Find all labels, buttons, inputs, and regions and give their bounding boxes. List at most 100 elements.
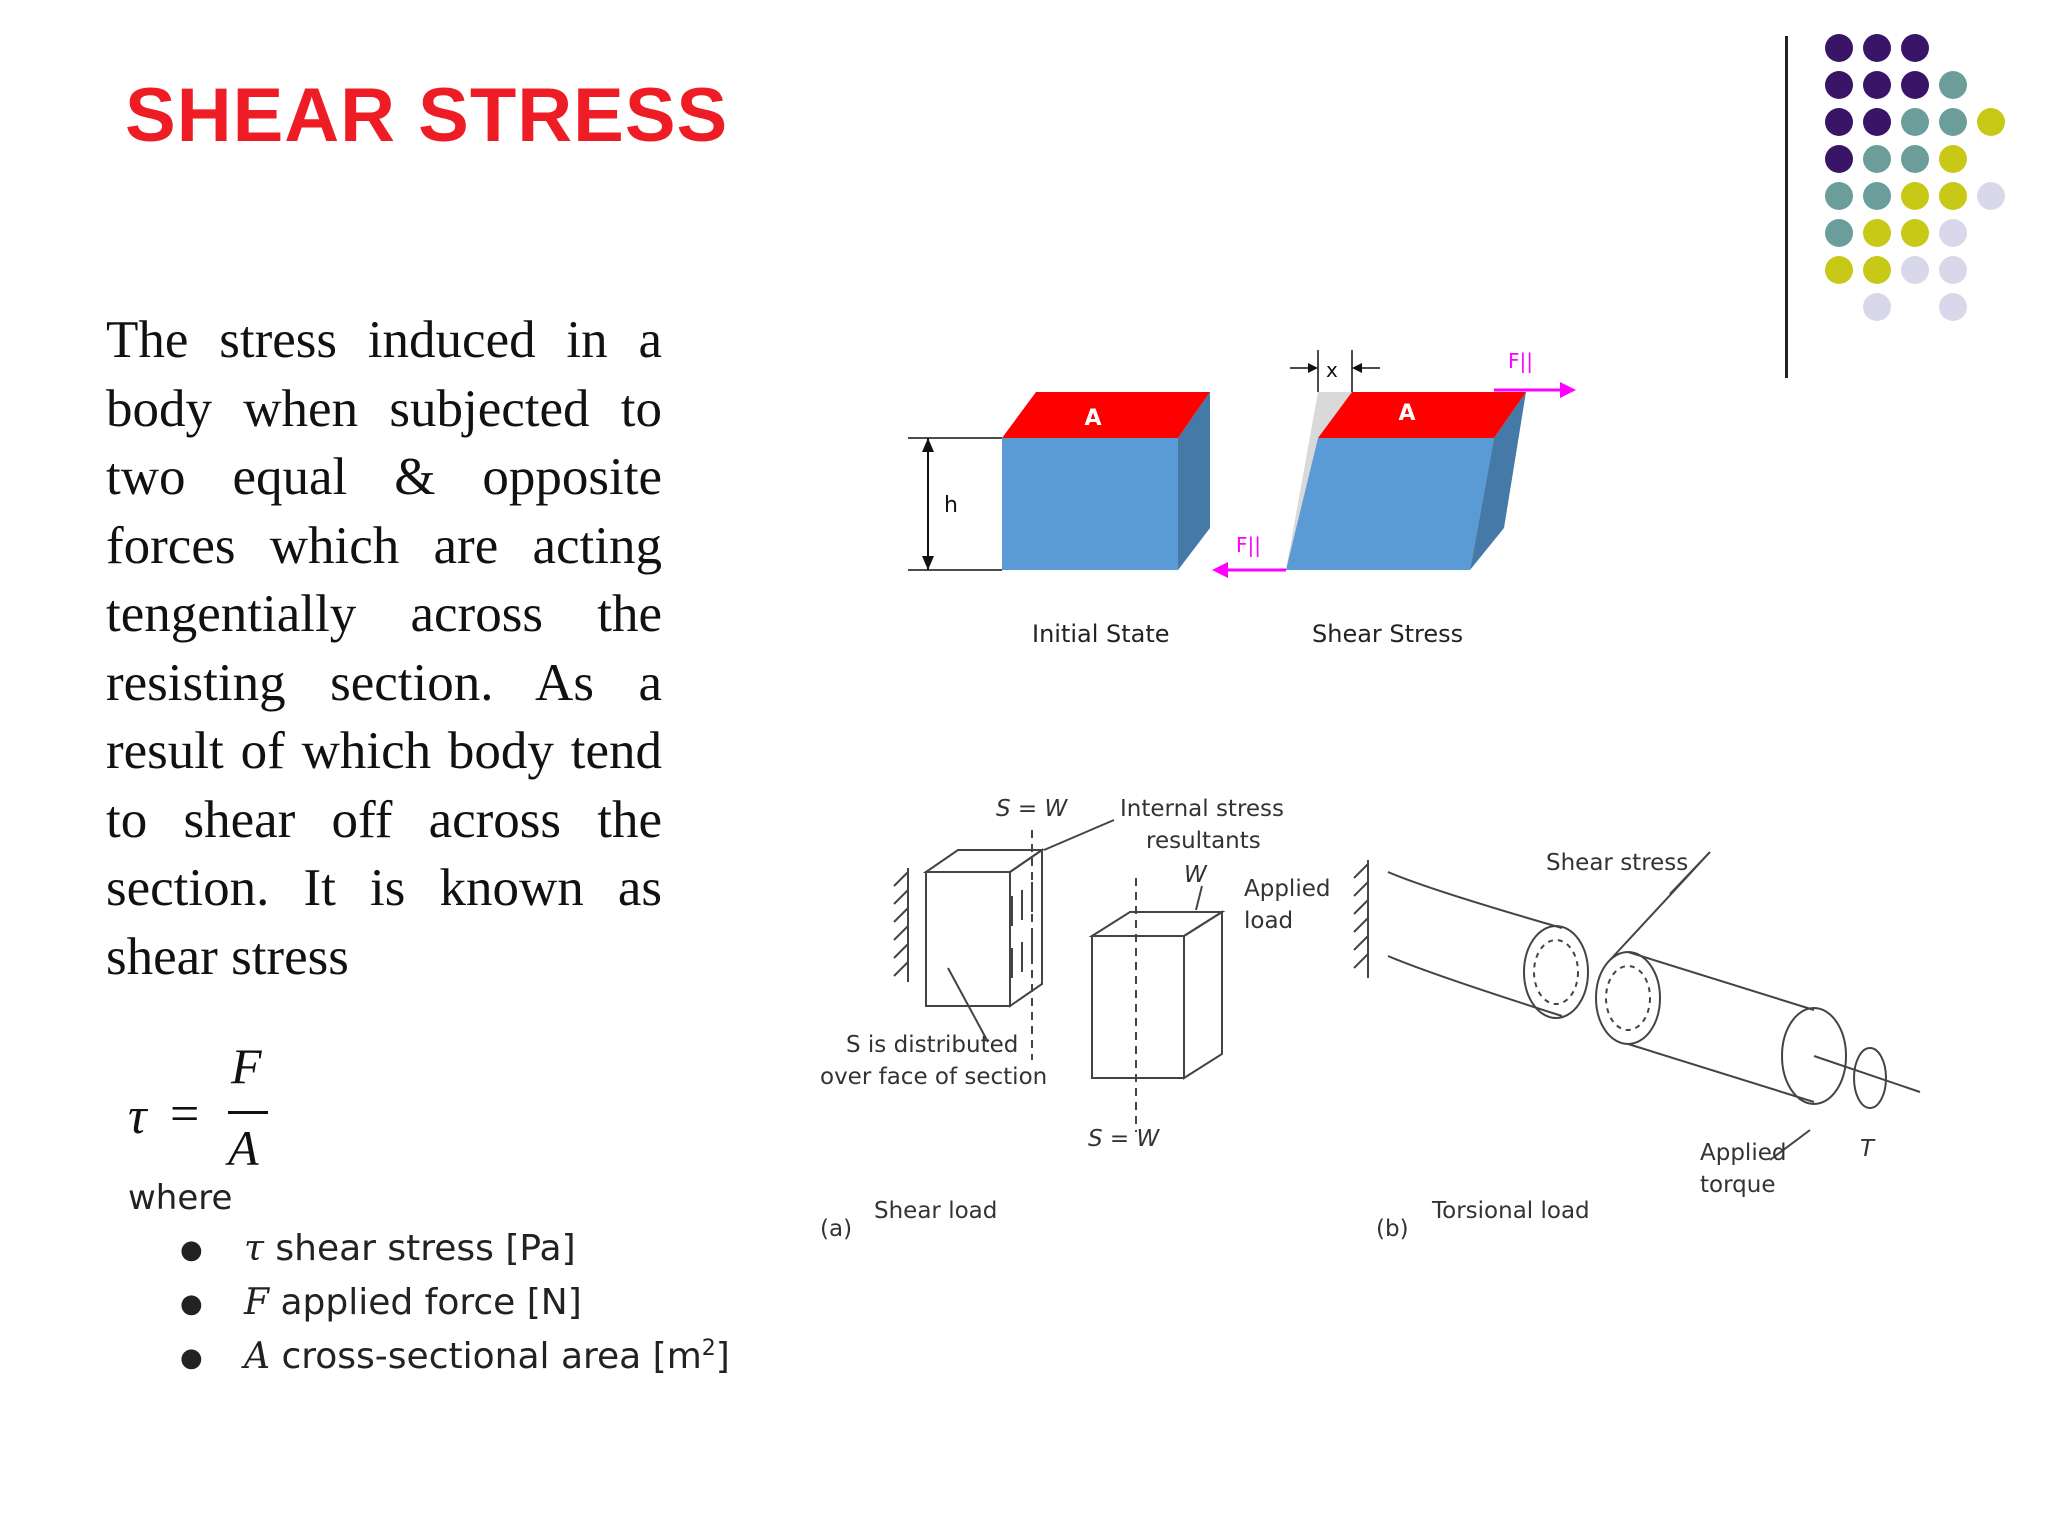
decorative-dot [1863, 108, 1891, 136]
w-label: W [1184, 862, 1208, 888]
arrow-up-icon [922, 438, 934, 452]
decorative-dot [1863, 71, 1891, 99]
wall-hatch [893, 871, 909, 977]
decorative-dot [1825, 219, 1853, 247]
cylinder1-top-edge [1387, 871, 1563, 929]
definition-text-end: ] [715, 1336, 730, 1377]
cylinder2-inner [1605, 965, 1651, 1031]
distributed-leader [947, 967, 989, 1043]
torque-loop-icon [1853, 1047, 1887, 1109]
fraction-bar [228, 1111, 268, 1114]
panel-b-label: (b) [1376, 1216, 1409, 1242]
internal-stress-label: Internal stress [1120, 796, 1284, 822]
cylinder2-end [1781, 1007, 1847, 1105]
definition-text: applied force [N] [280, 1282, 582, 1323]
formula-denominator: A [228, 1120, 259, 1176]
definition-text: cross-sectional area [m [281, 1336, 702, 1377]
stress-arrows [1011, 882, 1033, 978]
definition-symbol: F [244, 1282, 269, 1323]
definition-tau: ●τ shear stress [Pa] [180, 1228, 576, 1269]
sheared-face-label: A [1398, 401, 1415, 426]
decorative-dot [1977, 182, 2005, 210]
divider-line [1785, 36, 1788, 378]
definition-text: shear stress [Pa] [275, 1228, 576, 1269]
initial-cube-top [1002, 392, 1210, 438]
decorative-dot [1939, 145, 1967, 173]
decorative-dot [1939, 219, 1967, 247]
decorative-dot [1863, 293, 1891, 321]
shear-load-figure [893, 819, 1921, 1161]
decorative-dot [1825, 182, 1853, 210]
shear-load-label: Shear load [874, 1198, 997, 1224]
decorative-dot [1863, 34, 1891, 62]
arrow-left-icon [1352, 363, 1362, 373]
torsion-wall-hatch [1353, 863, 1369, 969]
torsional-load-label: Torsional load [1431, 1198, 1590, 1224]
decorative-dot [1939, 256, 1967, 284]
shear-cube-diagram: h A A x F|| F|| Initial State Shear Stre… [908, 349, 1576, 648]
shear-stress-caption: Shear Stress [1312, 620, 1463, 648]
torque-label: torque [1700, 1172, 1775, 1198]
decorative-dot [1825, 145, 1853, 173]
decorative-dot [1901, 71, 1929, 99]
s-equals-w-bottom: S = W [1088, 1126, 1160, 1152]
definition-force: ● F applied force [N] [180, 1282, 582, 1323]
load-diagram-labels: S = W Internal stress resultants W Appli… [820, 796, 1876, 1242]
fixed-cube-front [925, 871, 1011, 1007]
initial-cube-side [1178, 392, 1210, 570]
internal-stress-leader [1043, 819, 1115, 851]
decorative-dot [1901, 182, 1929, 210]
decorative-dot [1825, 34, 1853, 62]
arrow-down-icon [922, 556, 934, 570]
decorative-dot [1939, 293, 1967, 321]
decorative-dot [1939, 71, 1967, 99]
applied-torque-label: Applied [1700, 1140, 1786, 1166]
sheared-cube-top [1318, 392, 1526, 438]
decorative-dot [1863, 219, 1891, 247]
shear-stress-label: Shear stress [1546, 850, 1688, 876]
decorative-dot [1901, 108, 1929, 136]
resultants-label: resultants [1146, 828, 1261, 854]
free-cube-front [1091, 935, 1185, 1079]
torque-symbol: T [1860, 1136, 1876, 1162]
arrow-right-icon [1308, 363, 1318, 373]
decorative-dot [1863, 256, 1891, 284]
slide-title: SHEAR STRESS [125, 73, 729, 158]
decorative-dot [1939, 182, 1967, 210]
s-distributed-label: S is distributed [846, 1032, 1018, 1058]
height-label: h [944, 493, 958, 518]
force-arrow-right-icon [1560, 382, 1576, 398]
load-types-diagram: S = W Internal stress resultants W Appli… [820, 796, 1921, 1242]
shear-stress-leader [1609, 851, 1711, 961]
decorative-dot [1939, 108, 1967, 136]
applied-label: Applied [1244, 876, 1330, 902]
decorative-dot [1901, 219, 1929, 247]
decorative-dot [1863, 145, 1891, 173]
initial-state-caption: Initial State [1032, 620, 1170, 648]
torque-axis [1813, 1055, 1921, 1093]
bullet-icon: ● [180, 1289, 203, 1319]
formula-lhs: τ [128, 1088, 147, 1145]
cylinder1-bottom-edge [1387, 955, 1563, 1017]
bullet-icon: ● [180, 1343, 203, 1373]
decorative-dot [1825, 256, 1853, 284]
formula-equals: = [170, 1086, 200, 1143]
force-arrow-left-icon [1212, 562, 1228, 578]
decorative-dot [1901, 34, 1929, 62]
body-paragraph: The stress induced in a body when subjec… [106, 311, 662, 986]
sheared-cube-side [1470, 392, 1526, 570]
decorative-dot [1825, 71, 1853, 99]
cylinder1-inner [1533, 939, 1579, 1005]
decorative-dot [1863, 182, 1891, 210]
initial-cube-front [1002, 438, 1178, 570]
top-force-label: F|| [1508, 349, 1533, 373]
free-cube-side [1183, 910, 1223, 1080]
decorative-dot [1977, 108, 2005, 136]
definition-symbol: A [244, 1336, 270, 1377]
cylinder1-end [1523, 925, 1589, 1019]
where-label: where [128, 1178, 233, 1218]
bottom-force-label: F|| [1236, 533, 1261, 557]
decorative-dot [1901, 256, 1929, 284]
bullet-icon: ● [180, 1235, 203, 1265]
offset-label: x [1326, 358, 1338, 382]
